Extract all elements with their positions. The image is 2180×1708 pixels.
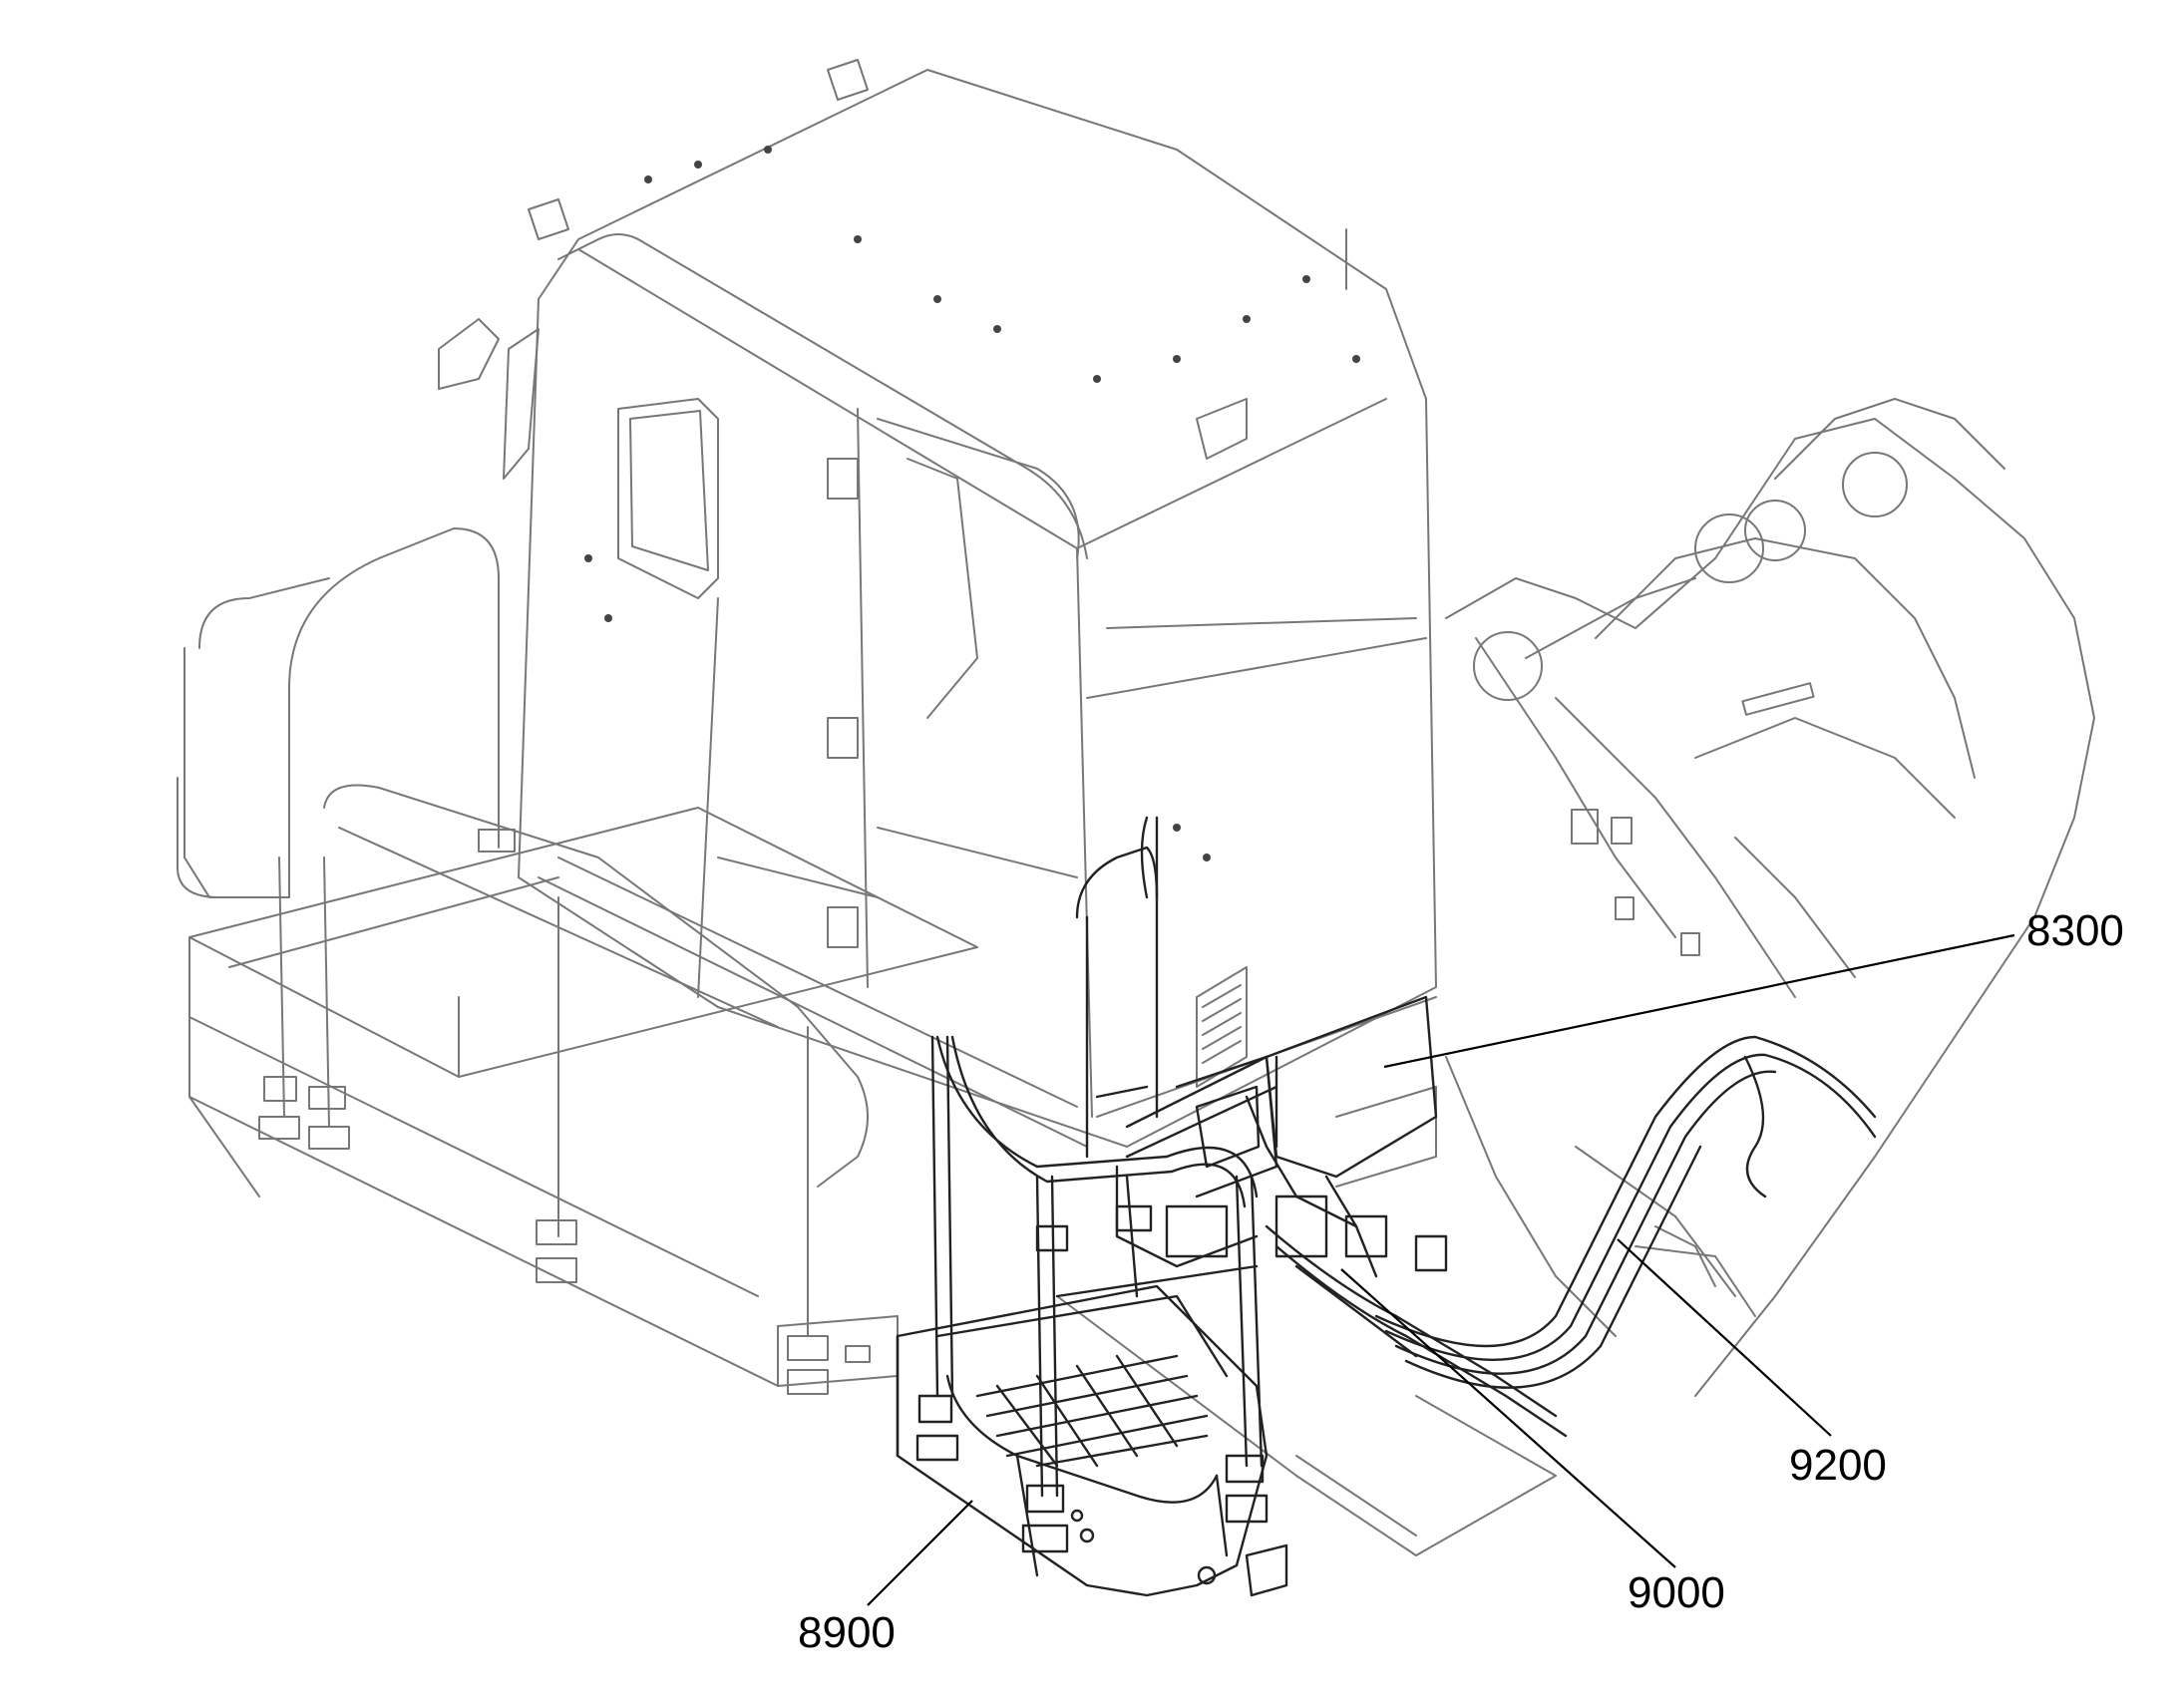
cab-fasteners: [584, 146, 1360, 861]
loader-frame: [1056, 398, 2095, 1556]
leader-lines: [867, 933, 2015, 1606]
callout-8900[interactable]: 8900: [798, 1608, 896, 1657]
entry-step-ladder-8900: [896, 816, 1288, 1597]
pivot-bore-4: [1842, 452, 1908, 517]
callout-8300[interactable]: 8300: [2026, 906, 2124, 955]
platform-handrails: [177, 527, 978, 1395]
pivot-bore-2: [1694, 513, 1764, 583]
pivot-bore-1: [1473, 631, 1543, 701]
hose-harness-9200: [1374, 1035, 1877, 1389]
operator-cab: [438, 59, 1437, 1188]
callout-9000[interactable]: 9000: [1628, 1568, 1725, 1617]
leader-8300: [1383, 933, 2015, 1069]
callout-9200[interactable]: 9200: [1789, 1441, 1887, 1490]
pivot-bore-3: [1744, 500, 1806, 561]
cable-routing-9000: [1245, 1095, 1568, 1438]
cab-base-enclosure-8300: [1115, 995, 1438, 1268]
leader-8900: [867, 1500, 973, 1606]
leader-9000: [1340, 1268, 1676, 1568]
leader-9200: [1617, 1238, 1832, 1437]
